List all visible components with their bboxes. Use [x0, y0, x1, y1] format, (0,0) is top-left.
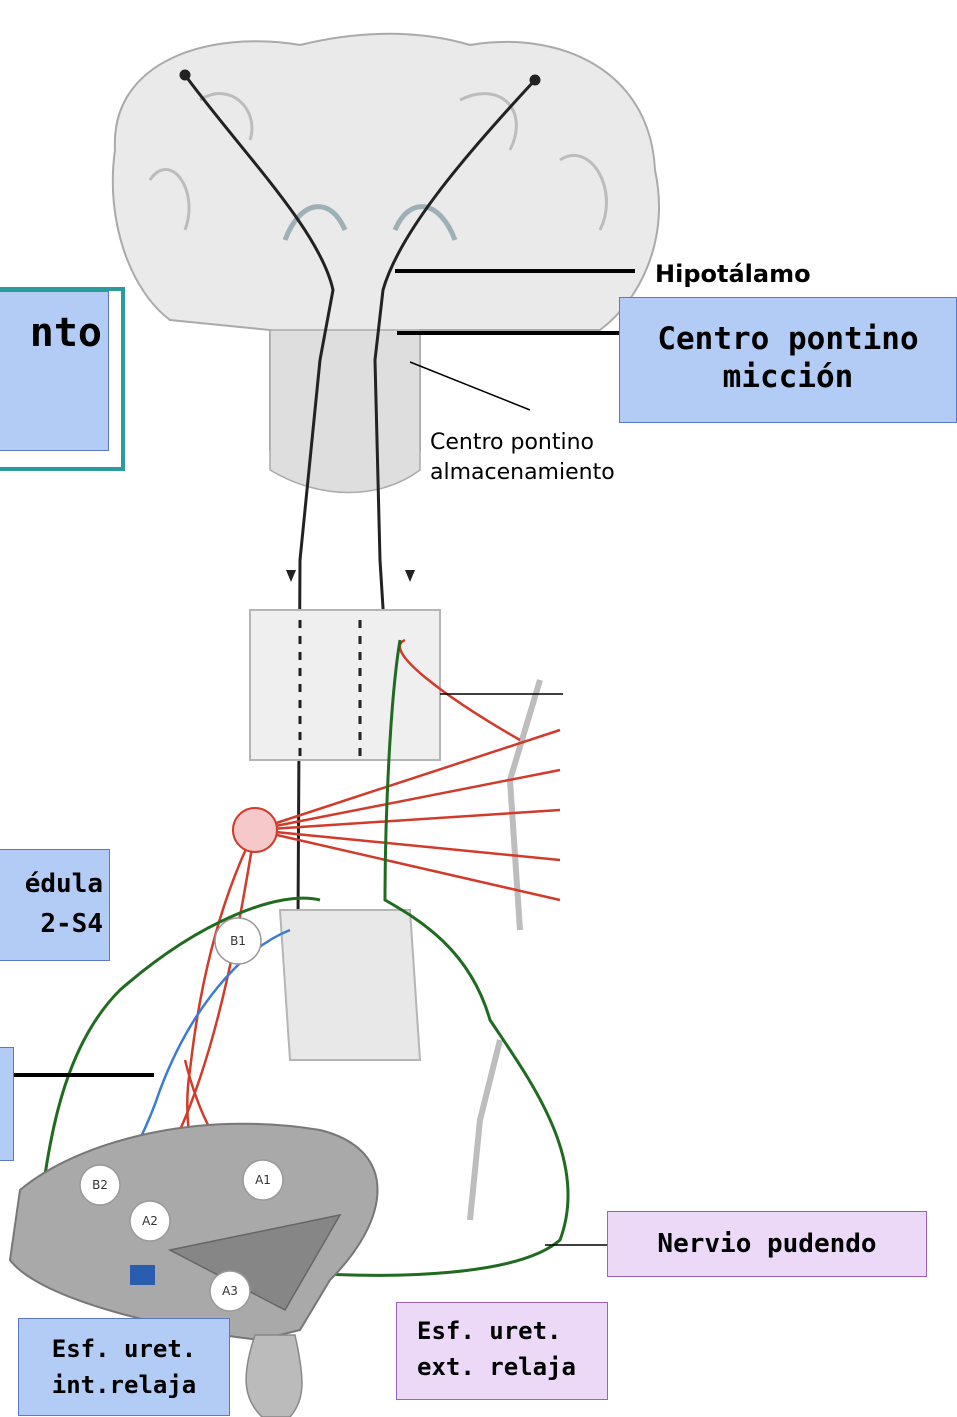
- spinal-cord-upper: [250, 610, 440, 760]
- brain: [113, 34, 659, 493]
- esf-uret-ext-box: Esf. uret. ext. relaja: [396, 1302, 608, 1400]
- centro-pontino-almacenamiento-line1: Centro pontino: [430, 428, 615, 458]
- esf-uret-int-line1: Esf. uret.: [19, 1331, 229, 1367]
- cut-left-medula-line2: 2-S4: [0, 904, 103, 944]
- cut-left-top-text: nto: [30, 310, 102, 356]
- centro-pontino-almacenamiento-label: Centro pontino almacenamiento: [430, 428, 615, 488]
- pelvic-ganglion: [233, 808, 277, 852]
- pathway-arrows: [286, 570, 415, 582]
- centro-pontino-almacenamiento-line2: almacenamiento: [430, 458, 615, 488]
- cut-left-top-frame: nto: [0, 287, 125, 471]
- esf-uret-int-box: Esf. uret. int.relaja: [18, 1318, 230, 1416]
- centro-pontino-miccion-line1: Centro pontino: [620, 320, 956, 358]
- esf-uret-ext-line2: ext. relaja: [417, 1349, 607, 1385]
- node-label-a2: A2: [142, 1214, 158, 1228]
- sympathetic-chain: [470, 680, 540, 1220]
- node-label-b1: B1: [230, 934, 246, 948]
- esf-uret-ext-line1: Esf. uret.: [417, 1313, 607, 1349]
- cut-left-medula-line1: édula: [0, 864, 103, 904]
- node-label-a1: A1: [255, 1173, 271, 1187]
- cut-left-medula-box: édula 2-S4: [0, 849, 110, 961]
- nervio-pudendo-box: Nervio pudendo: [607, 1211, 927, 1277]
- centro-pontino-miccion-line2: micción: [620, 358, 956, 396]
- cut-left-lower-box: [0, 1047, 14, 1161]
- node-label-a3: A3: [222, 1284, 238, 1298]
- cut-left-top-inner: nto: [0, 291, 109, 451]
- spinal-cord-lower: [280, 910, 420, 1060]
- centro-pontino-miccion-box: Centro pontino micción: [619, 297, 957, 423]
- node-label-b2: B2: [92, 1178, 108, 1192]
- hipotalamo-label: Hipotálamo: [655, 260, 811, 288]
- esf-uret-int-line2: int.relaja: [19, 1367, 229, 1403]
